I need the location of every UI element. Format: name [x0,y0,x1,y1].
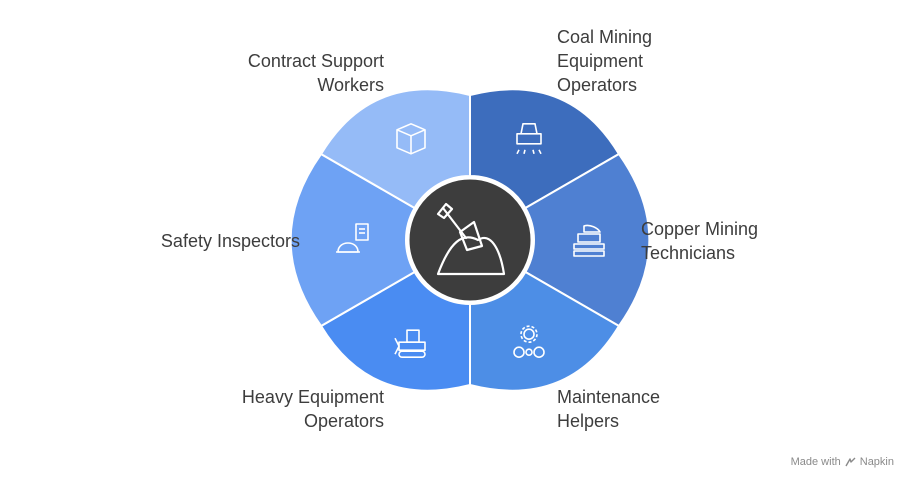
label-copper: Copper Mining Technicians [641,217,758,265]
box-icon [396,123,426,155]
label-line: Technicians [641,243,736,263]
segment-safety [289,152,416,328]
segment-maintenance [469,270,621,392]
label-heavy: Heavy Equipment Operators [242,385,384,433]
label-line: Helpers [557,411,620,431]
segment-copper [524,152,651,328]
watermark: Made with Napkin [791,456,894,468]
label-line: Contract Support [247,51,384,71]
shovel-mound-icon [436,202,506,276]
watermark-brand: Napkin [859,456,894,468]
drilling-machine-icon [573,224,605,257]
hardhat-clipboard-icon [336,223,369,253]
napkin-logo-icon [845,457,856,466]
center-circle [406,176,534,304]
label-contract: Contract Support Workers [248,49,384,97]
label-line: Operators [303,411,384,431]
label-line: Copper Mining [641,219,759,239]
label-line: Workers [317,75,384,95]
bulldozer-icon [394,329,426,358]
label-line: Safety Inspectors [160,231,300,251]
label-line: Heavy Equipment [241,387,384,407]
gear-tools-icon [513,325,545,358]
coal-excavator-icon [516,123,542,155]
label-line: Equipment [557,51,644,71]
watermark-text: Made with [790,456,841,468]
segment-heavy [319,270,471,392]
label-maintenance: Maintenance Helpers [557,385,660,433]
label-line: Maintenance [557,387,661,407]
segment-contract [319,88,471,210]
label-safety: Safety Inspectors [161,229,300,253]
label-coal: Coal Mining Equipment Operators [557,25,652,97]
segment-coal [469,88,621,210]
label-line: Operators [557,75,638,95]
label-line: Coal Mining [557,27,653,47]
